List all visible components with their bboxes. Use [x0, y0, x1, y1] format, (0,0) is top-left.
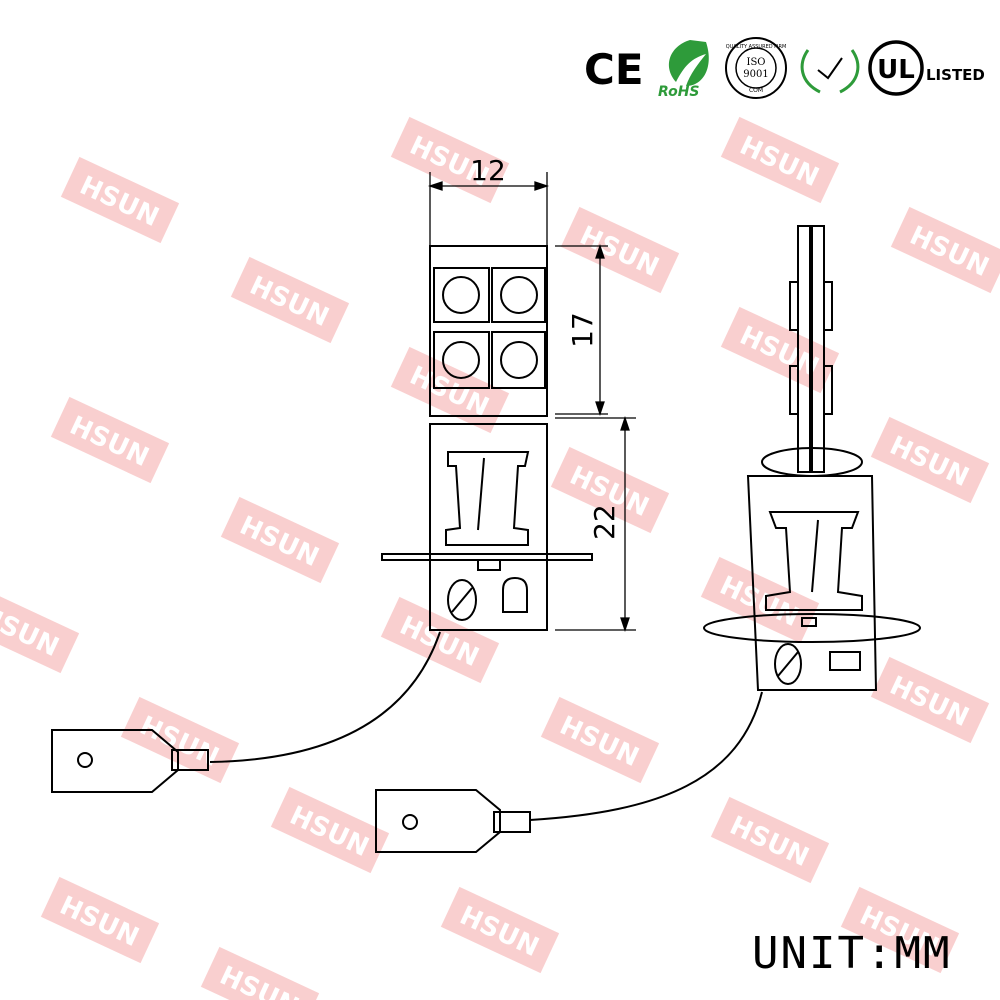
- watermark-stamp: HSUN: [870, 656, 990, 744]
- dimension-width-label: 12: [470, 154, 506, 187]
- rohs-text: RoHS: [658, 84, 700, 100]
- watermark-layer: HSUN HSUN HSUN HSUN HSUN HSUN HSUN HSUN HSUN HSUN…: [0, 116, 1000, 1000]
- left-bulb-front-view: [51, 245, 593, 793]
- watermark-stamp: HSUN: [380, 596, 500, 684]
- side-connector-slot: [829, 651, 861, 671]
- led-chip-4-lens: [500, 341, 538, 379]
- flange-tab: [477, 559, 501, 571]
- watermark-stamp: HSUN: [220, 496, 340, 584]
- watermark-stamp: HSUN: [560, 206, 680, 294]
- check-wreath-logo: [800, 49, 860, 94]
- iso-logo: QUALITY ASSURED FIRM ISO 9001 COM: [725, 37, 787, 99]
- led-chip-1-lens: [442, 276, 480, 314]
- pcb-plate-left: [797, 225, 811, 473]
- right-lead-wire: [529, 691, 763, 821]
- iso-text: ISO: [747, 57, 766, 68]
- side-screw-head: [774, 643, 802, 685]
- watermark-stamp: HSUN: [200, 946, 320, 1000]
- watermark-stamp: HSUN: [50, 396, 170, 484]
- led-chip-3: [433, 331, 490, 389]
- side-base-body: [746, 475, 878, 691]
- dimension-led-height-label: 17: [566, 312, 599, 348]
- ul-listed-logo: UL LISTED: [868, 40, 985, 96]
- watermark-stamp: HSUN: [230, 256, 350, 344]
- base-connector-slot: [502, 576, 528, 613]
- unit-label: UNIT:MM: [752, 928, 952, 979]
- side-wire-inner: [811, 519, 819, 593]
- watermark-stamp: HSUN: [700, 556, 820, 644]
- right-terminal-plate: [375, 789, 501, 853]
- watermark-stamp: HSUN: [720, 306, 840, 394]
- led-side-chip-3: [789, 365, 799, 415]
- watermark-stamp: HSUN: [720, 116, 840, 204]
- led-head: [429, 245, 548, 417]
- led-side-chip-1: [789, 281, 799, 331]
- certification-logos: CE RoHS QUALITY ASSURED FIRM ISO 9001 CO…: [584, 37, 985, 100]
- left-terminal-crimp: [171, 749, 209, 771]
- pcb-plate-right: [811, 225, 825, 473]
- dimension-base-height-label: 22: [588, 504, 621, 540]
- base-wire-inner: [477, 457, 485, 531]
- ul-text: UL: [877, 55, 915, 85]
- led-chip-2-lens: [500, 276, 538, 314]
- bulb-base: [429, 423, 548, 631]
- right-terminal-hole: [402, 814, 418, 830]
- left-lead-wire: [209, 631, 441, 763]
- dimension-lines: [427, 172, 636, 633]
- watermark-stamp: HSUN: [540, 696, 660, 784]
- ce-mark: CE: [584, 45, 644, 94]
- led-chip-2: [491, 267, 546, 323]
- watermark-stamp: HSUN: [870, 416, 990, 504]
- watermark-text: HSUN: [0, 601, 63, 663]
- side-flange-tab: [801, 617, 817, 627]
- watermark-stamp: HSUN: [60, 156, 180, 244]
- iso-ring-text: QUALITY ASSURED FIRM: [726, 44, 787, 50]
- side-screw-slot: [777, 651, 799, 677]
- side-flange: [703, 613, 921, 643]
- led-chip-4: [491, 331, 546, 389]
- base-inner-holder: [445, 451, 530, 546]
- rohs-logo: RoHS: [658, 40, 709, 100]
- side-inner-holder: [765, 511, 863, 611]
- right-terminal-crimp: [493, 811, 531, 833]
- led-side-chip-4: [823, 365, 833, 415]
- led-side-chip-2: [823, 281, 833, 331]
- watermark-stamp: HSUN: [890, 206, 1000, 294]
- screw-head: [447, 579, 477, 621]
- led-chip-1: [433, 267, 490, 323]
- led-chip-3-lens: [442, 341, 480, 379]
- left-terminal-hole: [77, 752, 93, 768]
- right-bulb-side-view: [375, 225, 921, 853]
- iso-bottom-text: COM: [749, 87, 763, 94]
- watermark-stamp: HSUN: [440, 886, 560, 974]
- ul-listed-text: LISTED: [926, 66, 985, 84]
- watermark-stamp: HSUN: [0, 586, 80, 674]
- watermark-stamp: HSUN: [40, 876, 160, 964]
- watermark-stamp: HSUN: [710, 796, 830, 884]
- screw-slot: [451, 587, 473, 613]
- watermark-stamp: HSUN: [270, 786, 390, 874]
- iso-number: 9001: [743, 69, 768, 80]
